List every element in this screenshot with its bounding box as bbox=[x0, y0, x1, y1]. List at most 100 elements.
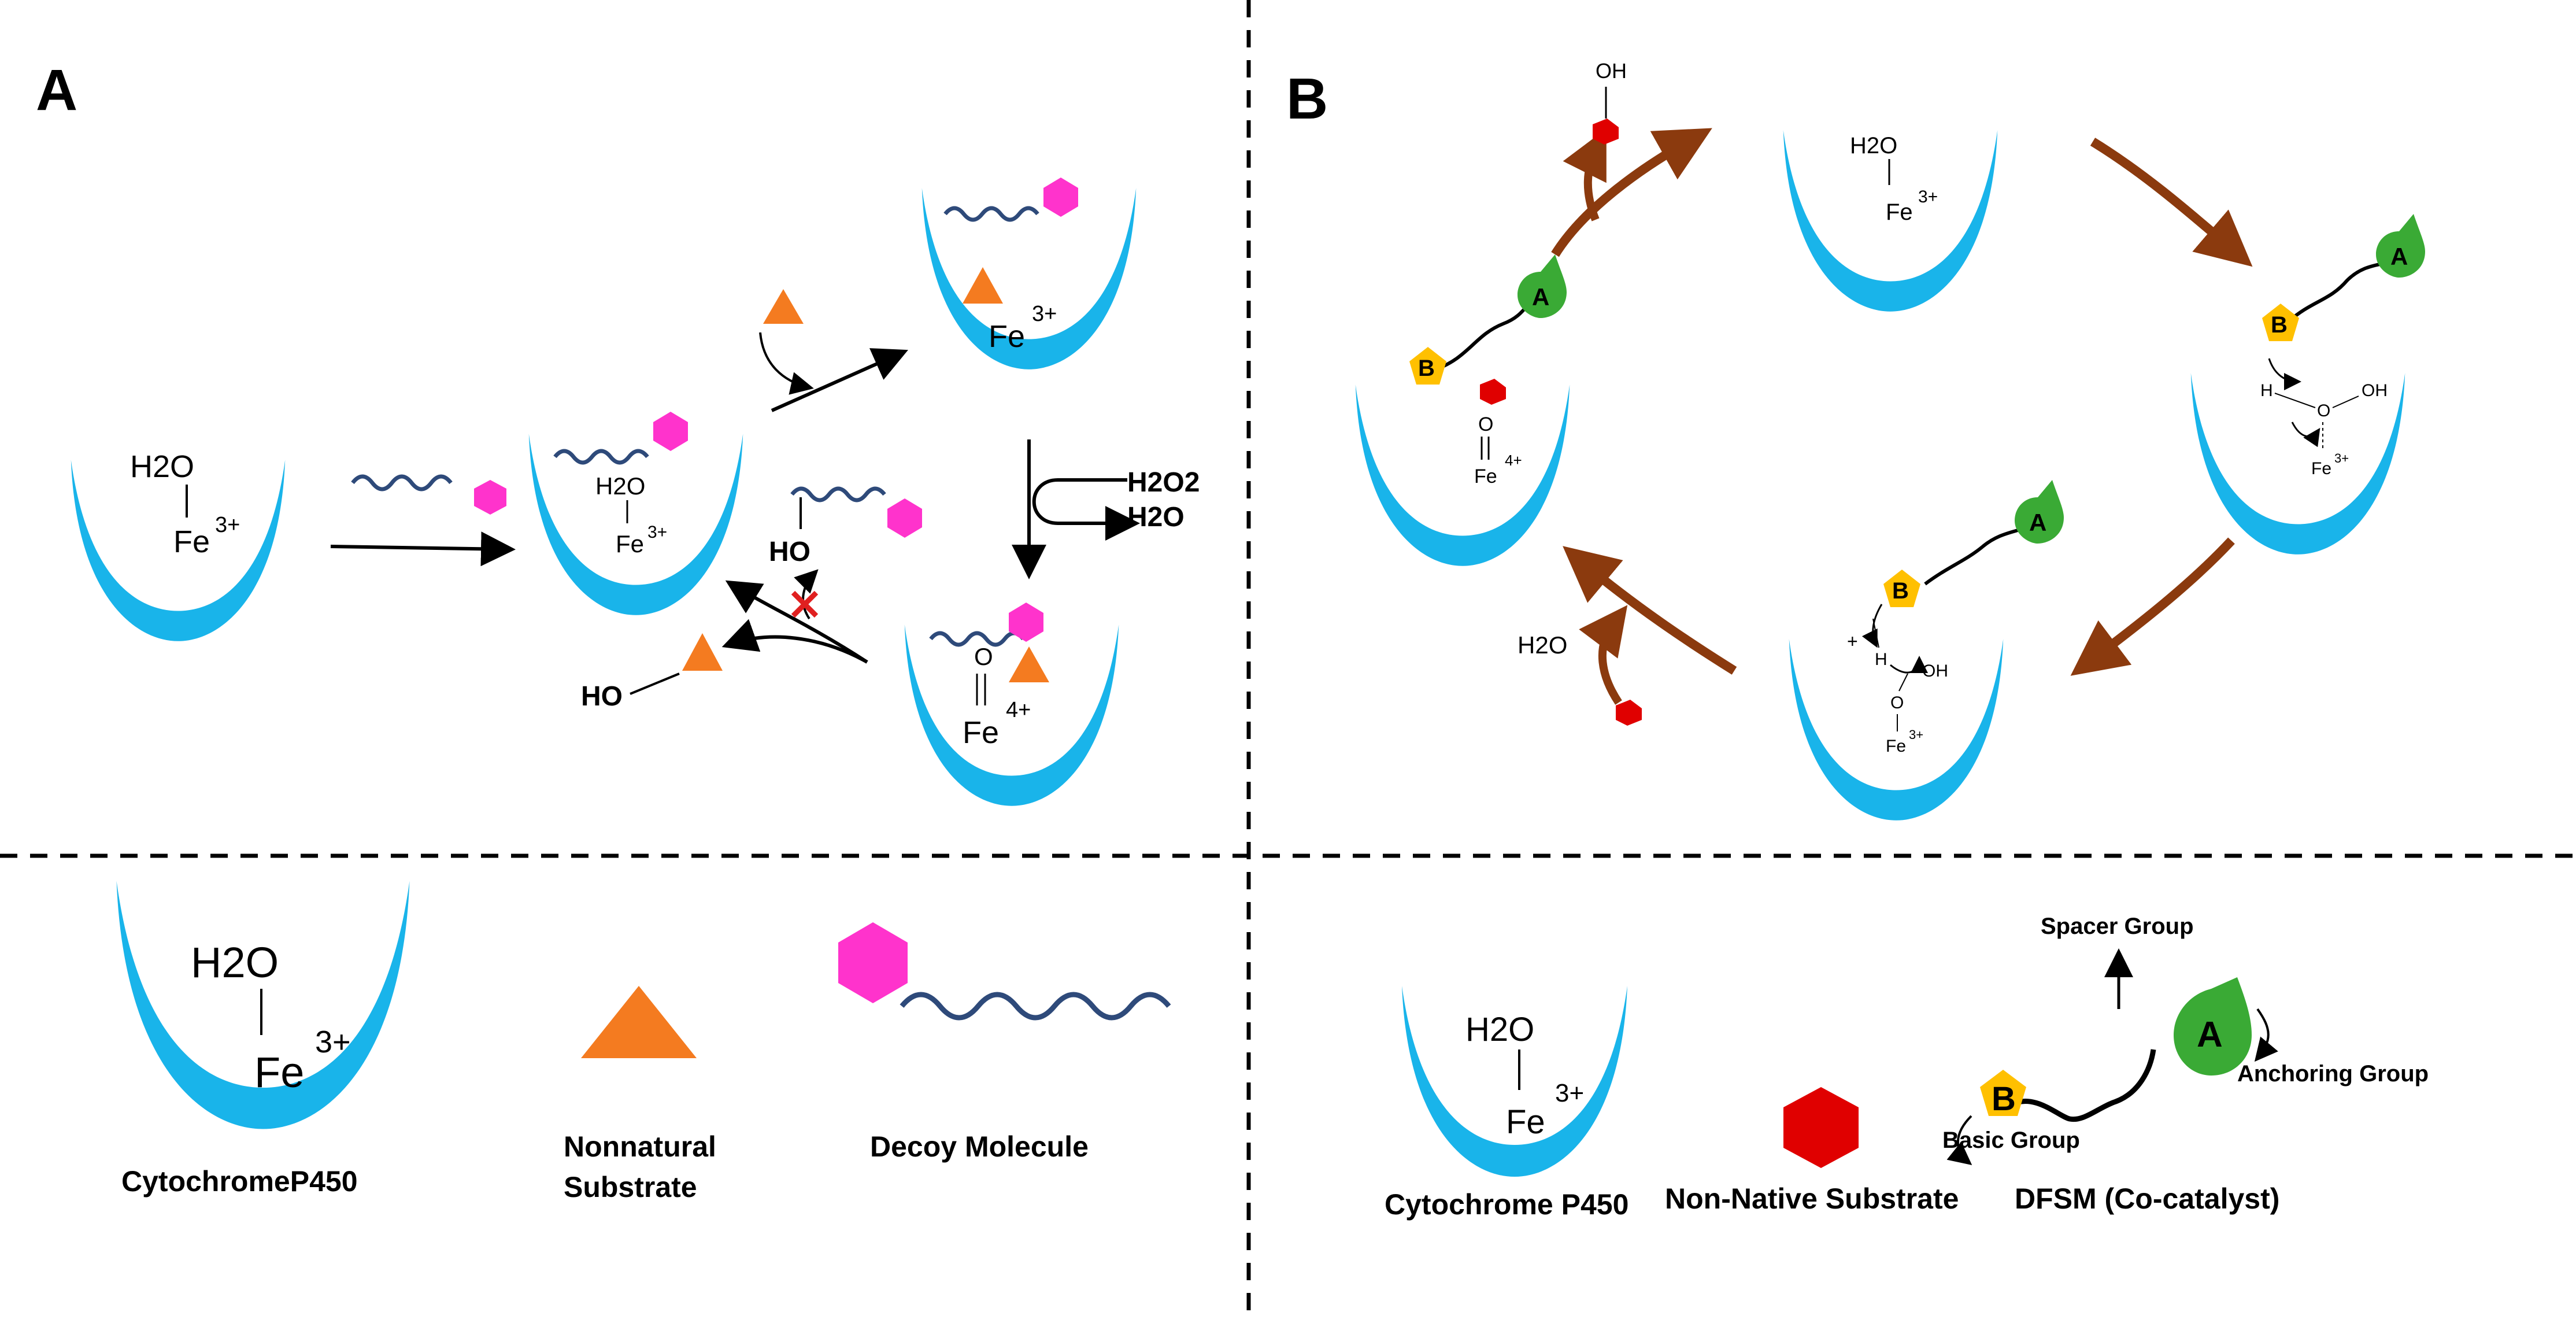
hydroxylated-product: OH bbox=[1593, 59, 1627, 145]
svg-text:3+: 3+ bbox=[1555, 1079, 1584, 1107]
svg-text:H2O: H2O bbox=[1850, 133, 1897, 158]
svg-text:O: O bbox=[1478, 413, 1493, 435]
svg-text:A: A bbox=[2029, 509, 2046, 536]
svg-text:H2O: H2O bbox=[595, 472, 645, 500]
arrow-bind-decoy bbox=[330, 531, 516, 567]
legend-dfsm-label: DFSM (Co-catalyst) bbox=[2015, 1182, 2279, 1215]
legend-substrate-label-2: Substrate bbox=[564, 1171, 697, 1203]
legend-non-native-substrate bbox=[1783, 1087, 1859, 1168]
svg-text:O: O bbox=[1890, 693, 1904, 712]
water-out-label: H2O bbox=[1518, 631, 1567, 659]
panel-a: H2O Fe 3+ H2O Fe 3+ bbox=[71, 178, 1200, 806]
svg-text:Fe: Fe bbox=[989, 319, 1025, 354]
panel-b: B A O Fe 4+ OH H2O Fe 3+ bbox=[1355, 59, 2425, 821]
cycle-arrow-regenerate bbox=[1563, 546, 1737, 675]
legend-substrate-label-1: Nonnatural bbox=[564, 1130, 716, 1163]
arrow-to-decoy-product bbox=[725, 580, 868, 664]
legend-a: H2O Fe 3+ CytochromeP450 Nonnatural Subs… bbox=[116, 881, 1171, 1203]
svg-text:OH: OH bbox=[1596, 59, 1627, 83]
svg-text:A: A bbox=[2390, 243, 2408, 270]
svg-text:Fe: Fe bbox=[1474, 465, 1497, 487]
h2o2-exchange-arrow bbox=[1032, 478, 1140, 541]
svg-text:B: B bbox=[1992, 1080, 2016, 1118]
incoming-substrate bbox=[1616, 700, 1642, 726]
legend-decoy-label: Decoy Molecule bbox=[870, 1130, 1089, 1163]
legend-cyp-label-b: Cytochrome P450 bbox=[1385, 1188, 1628, 1221]
svg-text:H2O: H2O bbox=[1465, 1011, 1534, 1048]
enzyme-a2-contents: H2O Fe 3+ bbox=[553, 412, 688, 557]
enzyme-b1 bbox=[1355, 385, 1570, 566]
enzyme-b3-contents: B A H O OH Fe 3+ bbox=[2260, 214, 2425, 478]
svg-text:3+: 3+ bbox=[315, 1025, 351, 1059]
svg-text:H: H bbox=[2260, 381, 2273, 400]
svg-text:Fe: Fe bbox=[2311, 459, 2331, 478]
svg-text:4+: 4+ bbox=[1505, 452, 1522, 469]
hydroxylated-decoy: HO bbox=[769, 486, 922, 567]
arrow-to-substrate-product bbox=[721, 619, 868, 664]
svg-text:Fe: Fe bbox=[963, 715, 999, 750]
h2o-label: H2O bbox=[130, 449, 194, 484]
legend-spacer-label: Spacer Group bbox=[2041, 914, 2194, 939]
svg-text:H: H bbox=[1875, 650, 1887, 669]
hydroxylated-substrate: HO bbox=[581, 633, 723, 712]
svg-text:3+: 3+ bbox=[2334, 451, 2349, 465]
svg-text:3+: 3+ bbox=[1909, 727, 1923, 742]
svg-text:OH: OH bbox=[2362, 381, 2388, 400]
svg-text:HO: HO bbox=[581, 681, 623, 712]
legend-basic-label: Basic Group bbox=[1942, 1128, 2080, 1153]
svg-text:A: A bbox=[2197, 1015, 2223, 1055]
enzyme-b1-contents: B A O Fe 4+ bbox=[1409, 254, 1567, 487]
legend-decoy-molecule bbox=[838, 922, 1171, 1021]
svg-text:HO: HO bbox=[769, 537, 810, 567]
fe-charge: 3+ bbox=[215, 513, 240, 537]
svg-text:B: B bbox=[1418, 356, 1435, 381]
enzyme-a4-contents: O Fe 4+ bbox=[929, 603, 1049, 750]
svg-text:3+: 3+ bbox=[1032, 302, 1057, 326]
svg-text:Fe: Fe bbox=[1506, 1103, 1545, 1141]
svg-text:H2O: H2O bbox=[191, 938, 279, 986]
svg-text:Fe: Fe bbox=[254, 1048, 304, 1096]
legend-anchoring-label: Anchoring Group bbox=[2237, 1061, 2429, 1087]
substrate-binding-arrow bbox=[759, 332, 814, 395]
svg-text:O: O bbox=[2317, 401, 2330, 420]
h2o-out-label: H2O bbox=[1127, 502, 1185, 533]
nonnatural-substrate bbox=[763, 289, 804, 324]
fe-label: Fe bbox=[173, 524, 210, 559]
inhibition-x-icon bbox=[791, 590, 819, 618]
svg-text:A: A bbox=[1532, 283, 1549, 311]
svg-text:O: O bbox=[974, 643, 993, 670]
legend-b: H2O Fe 3+ Cytochrome P450 Non-Native Sub… bbox=[1385, 914, 2429, 1221]
legend-dfsm-molecule: B A bbox=[1946, 948, 2278, 1166]
panel-b-letter: B bbox=[1286, 66, 1328, 131]
arrow-bind-substrate bbox=[771, 348, 908, 412]
enzyme-b4 bbox=[1789, 639, 2004, 821]
enzyme-b2-heme: H2O Fe 3+ bbox=[1850, 133, 1938, 225]
svg-text:B: B bbox=[2271, 312, 2288, 338]
enzyme-a1-heme: H2O Fe 3+ bbox=[130, 449, 240, 559]
enzyme-b3 bbox=[2190, 373, 2405, 555]
svg-text:Fe: Fe bbox=[616, 530, 644, 557]
legend-cyp-label: CytochromeP450 bbox=[121, 1165, 358, 1198]
cycle-arrow-bind bbox=[2090, 138, 2253, 267]
svg-text:3+: 3+ bbox=[1918, 187, 1938, 206]
svg-text:Fe: Fe bbox=[1886, 737, 1906, 756]
svg-text:+: + bbox=[1847, 631, 1858, 652]
panel-a-letter: A bbox=[36, 58, 77, 123]
svg-text:OH: OH bbox=[1922, 662, 1948, 681]
enzyme-b4-contents: B A + H OH O Fe 3+ bbox=[1847, 480, 2064, 756]
enzyme-a2 bbox=[528, 434, 743, 615]
decoy-molecule-incoming bbox=[351, 474, 506, 515]
svg-text:3+: 3+ bbox=[647, 523, 667, 542]
enzyme-a3 bbox=[921, 188, 1137, 369]
legend-non-native-label: Non-Native Substrate bbox=[1665, 1182, 1959, 1215]
svg-text:B: B bbox=[1892, 578, 1909, 604]
enzyme-a3-contents: Fe 3+ bbox=[943, 178, 1078, 354]
svg-text:4+: 4+ bbox=[1006, 698, 1031, 722]
cycle-arrow-release bbox=[1551, 128, 1712, 257]
svg-text:Fe: Fe bbox=[1886, 199, 1913, 225]
cycle-arrow-activate bbox=[2070, 537, 2235, 676]
h2o2-label: H2O2 bbox=[1127, 467, 1200, 498]
